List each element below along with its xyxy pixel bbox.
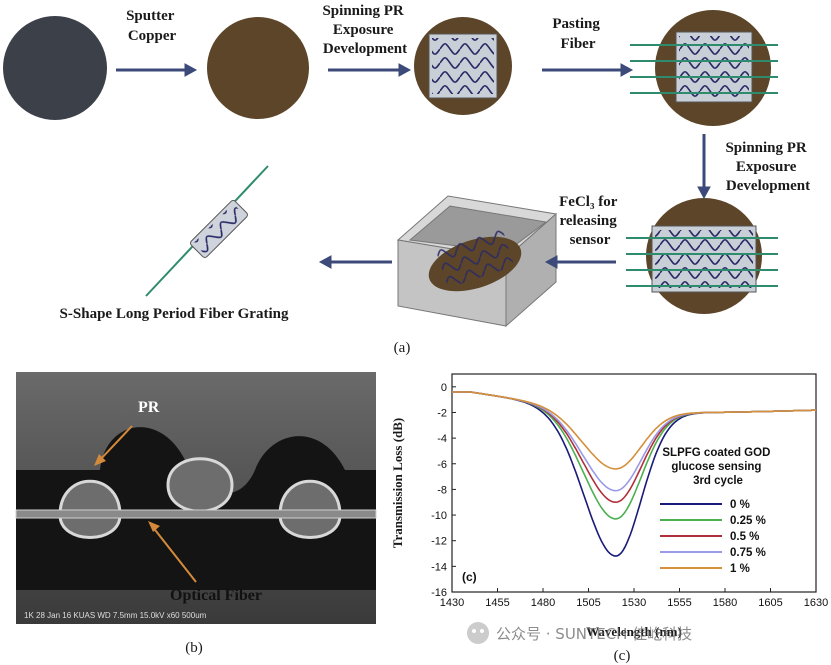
pr-lobe <box>166 457 234 513</box>
x-tick-label: 1480 <box>531 597 555 609</box>
panel-a: Sputter Copper Spinning PR Exposure Deve… <box>3 3 810 356</box>
chart-ylabel: Transmission Loss (dB) <box>390 418 405 549</box>
legend-label: 0.5 % <box>730 531 759 543</box>
x-tick-label: 1555 <box>667 597 691 609</box>
pr-label: PR <box>138 399 160 416</box>
panel-c: 1430 1455 1480 1505 1530 1555 1580 1605 1630 0 -2 -… <box>390 373 828 664</box>
feCl3-bath <box>396 195 558 328</box>
wechat-icon-eye <box>480 629 484 633</box>
wechat-icon <box>467 622 489 644</box>
s-shape-grating-device <box>145 165 269 297</box>
y-tick-label: -14 <box>431 561 447 573</box>
legend-label: 0.25 % <box>730 515 766 527</box>
chart-annotation: SLPFG coated GOD glucose sensing 3rd cyc… <box>662 447 773 487</box>
y-tick-label: -6 <box>437 459 447 471</box>
chart-xlabel: Wavelength (nm) <box>586 624 682 639</box>
pr-lobe <box>58 479 122 539</box>
process-arrows <box>116 63 711 269</box>
step1-label: Sputter Copper <box>126 8 178 44</box>
step2-label: Spinning PR Exposure Development <box>322 3 407 57</box>
y-tick-label: -12 <box>431 536 447 548</box>
caption-c: (c) <box>614 648 631 664</box>
chart-ticks: 1430 1455 1480 1505 1530 1555 1580 1605 1630 0 -2 -… <box>431 382 828 609</box>
chart-panel-tag: (c) <box>462 570 477 584</box>
chart-series <box>452 391 817 557</box>
y-tick-label: -16 <box>431 587 447 599</box>
fiber-pointer <box>151 525 197 583</box>
y-tick-label: -4 <box>437 433 447 445</box>
y-tick-label: -2 <box>437 407 447 419</box>
x-tick-label: 1580 <box>713 597 737 609</box>
y-tick-label: -10 <box>431 510 447 522</box>
result-label: S-Shape Long Period Fiber Grating <box>60 306 289 322</box>
wechat-icon-eye <box>472 629 476 633</box>
series-line-4 <box>452 391 817 470</box>
x-tick-label: 1605 <box>758 597 782 609</box>
y-tick-label: 0 <box>441 382 447 394</box>
covered-wafer <box>626 198 778 314</box>
pr-pointer <box>97 425 133 463</box>
watermark-text: 公众号 · SUNTECH 佳屹科技 <box>496 625 692 643</box>
optical-fiber-label: Optical Fiber <box>170 587 262 604</box>
watermark: 公众号 · SUNTECH 佳屹科技 <box>467 622 692 644</box>
step4-label: Spinning PR Exposure Development <box>725 140 810 194</box>
pr-pointer-head <box>94 454 106 466</box>
fiber-pasted-wafer <box>630 10 778 126</box>
bare-wafer <box>3 16 107 120</box>
x-tick-label: 1455 <box>485 597 509 609</box>
caption-a: (a) <box>394 340 411 356</box>
step3-label: Pasting Fiber <box>552 16 603 52</box>
panel-b: PR Optical Fiber 1K 28 Jan 16 KUAS WD 7.… <box>15 372 377 656</box>
patterned-wafer <box>414 17 512 115</box>
x-tick-label: 1430 <box>440 597 464 609</box>
x-tick-label: 1505 <box>576 597 600 609</box>
legend-label: 1 % <box>730 563 750 575</box>
optical-fiber-line <box>15 509 377 519</box>
step5-label: FeCl₃ for releasing sensor <box>559 194 621 248</box>
legend-label: 0.75 % <box>730 547 766 559</box>
legend-label: 0 % <box>730 499 750 511</box>
fiber-pointer-head <box>148 521 160 532</box>
caption-b: (b) <box>185 640 203 656</box>
x-tick-label: 1630 <box>804 597 828 609</box>
pr-lobe <box>278 479 342 539</box>
x-tick-label: 1530 <box>622 597 646 609</box>
sem-info-bar: 1K 28 Jan 16 KUAS WD 7.5mm 15.0kV x60 50… <box>24 611 207 620</box>
y-tick-label: -8 <box>437 484 447 496</box>
copper-wafer <box>207 17 309 119</box>
chart-legend: 0 % 0.25 % 0.5 % 0.75 % 1 % <box>660 499 766 575</box>
